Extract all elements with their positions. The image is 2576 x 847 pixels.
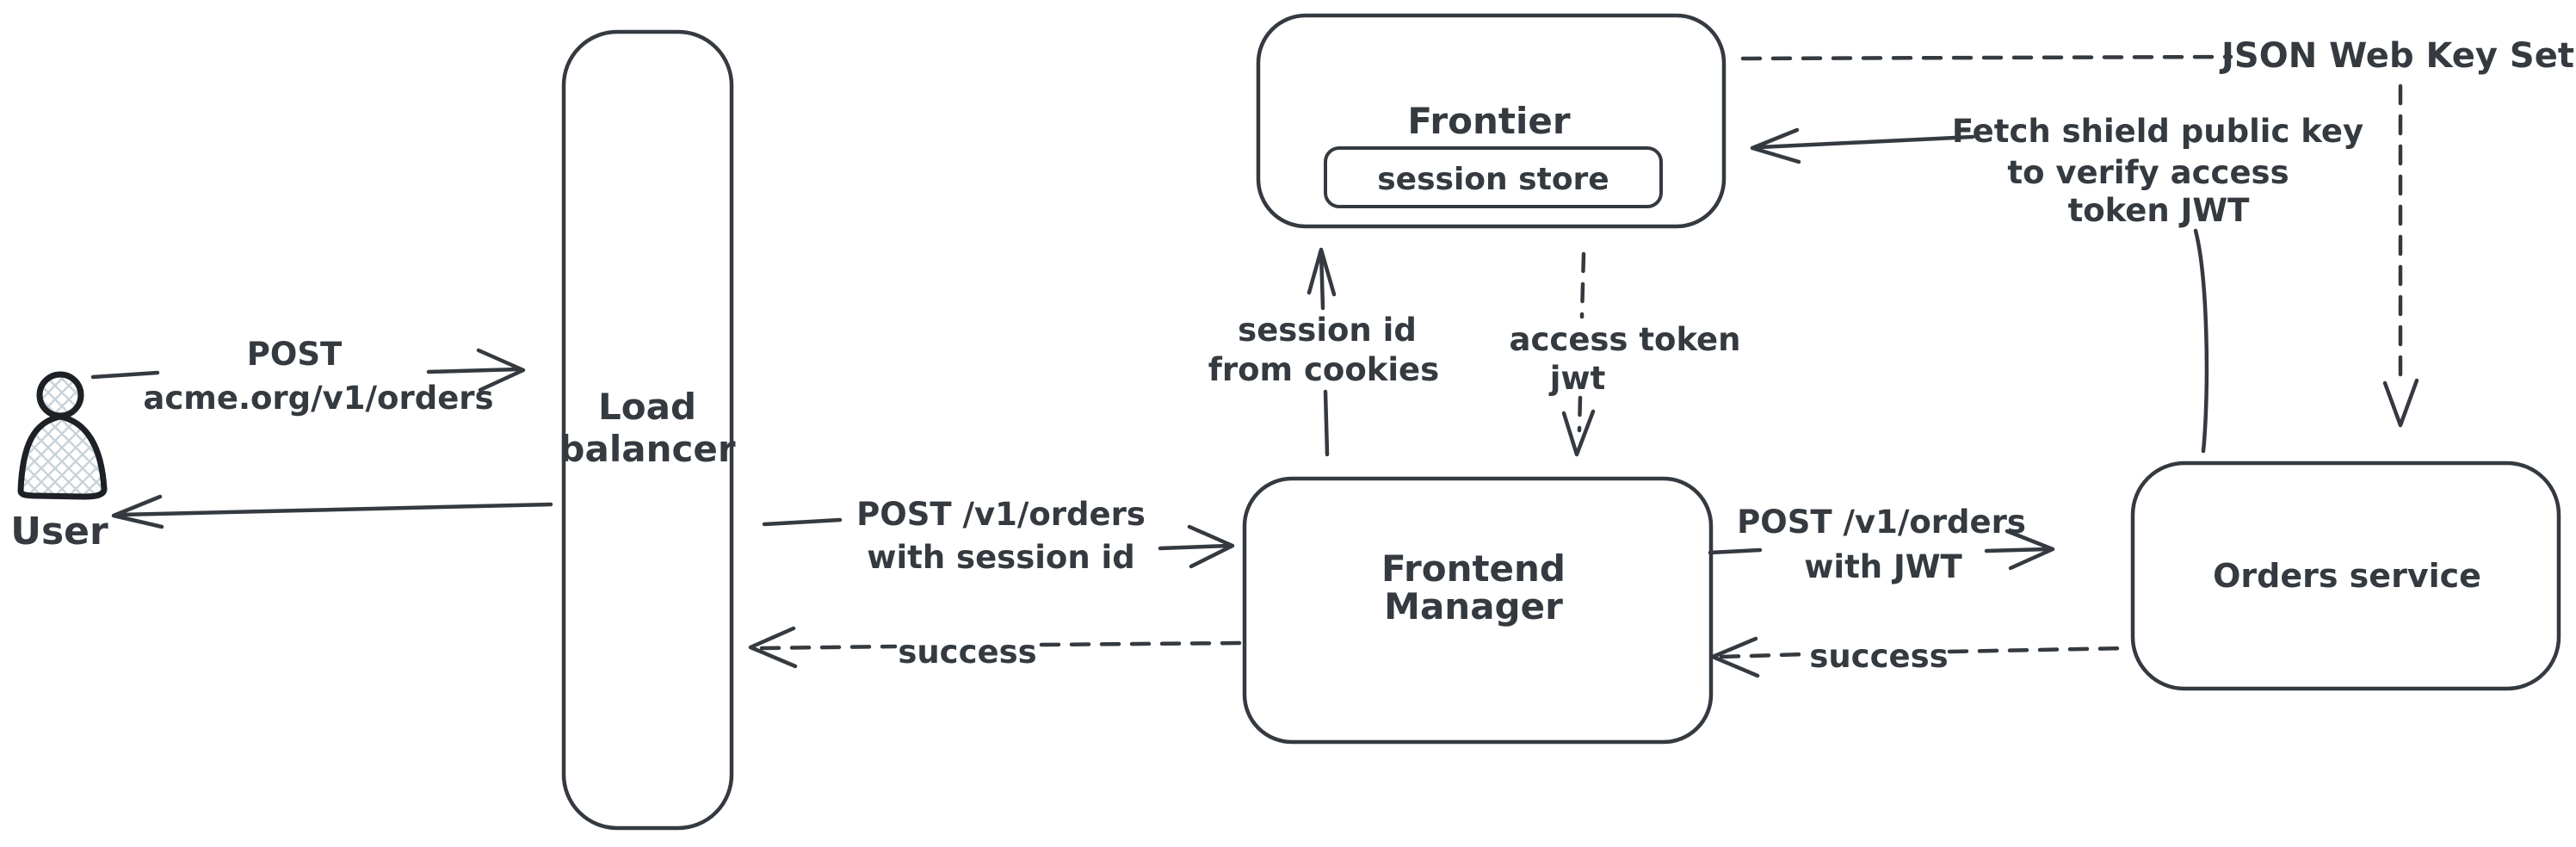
edge-lb-to-user — [111, 494, 553, 529]
edge-fm-to-frontier-arrowhead — [1307, 247, 1337, 297]
edge-jwks-to-orders — [2382, 83, 2419, 428]
edge-fm-to-lb-arrowhead — [748, 626, 798, 669]
edge-frontier-to-fm: access token jwt — [1509, 251, 1741, 457]
orders-service-label: Orders service — [2213, 557, 2481, 595]
edge-fm-to-orders-tail — [1708, 547, 1763, 555]
edge-user-to-lb-arrowhead — [476, 348, 526, 393]
edge-fm-to-lb: success — [748, 626, 1245, 671]
edge-jwks-to-orders-arrowhead — [2382, 378, 2419, 428]
edge-orders-to-fm-label: success — [1809, 638, 1948, 675]
edge-lb-to-user-arrowhead — [111, 494, 164, 529]
edge-frontier-to-fm-label-line2: jwt — [1548, 360, 1606, 397]
edge-orders-to-frontier-label-line2: to verify access — [2007, 154, 2289, 191]
session-store-box — [1324, 146, 1663, 208]
user-label: User — [10, 510, 108, 553]
edge-lb-to-fm-label-line1: POST /v1/orders — [856, 496, 1146, 533]
frontier-box — [1256, 13, 1727, 229]
edge-orders-to-fm-dash-right — [1947, 646, 2128, 654]
edge-orders-to-frontier-label-line3: token JWT — [2068, 192, 2251, 229]
edge-lb-to-fm-arrowhead — [1187, 524, 1235, 569]
edge-orders-to-frontier-tail-curve — [2193, 228, 2209, 454]
orders-service-node: Orders service — [2130, 461, 2561, 691]
orders-service-box — [2130, 461, 2561, 691]
edge-fm-to-lb-label: success — [898, 634, 1036, 671]
edge-fm-to-orders-label-line1: POST /v1/orders — [1737, 504, 2026, 541]
edge-orders-to-frontier-label-line1: Fetch shield public key — [1952, 113, 2363, 150]
edge-fm-to-lb-dash-left — [759, 644, 898, 651]
edge-user-to-lb-label-line2: acme.org/v1/orders — [143, 380, 493, 417]
load-balancer-box — [561, 29, 734, 831]
edge-fm-to-frontier-label-line2: from cookies — [1208, 351, 1439, 388]
edge-frontier-to-fm-dash-lower — [1577, 395, 1583, 433]
edge-orders-to-fm-arrowhead — [1710, 636, 1760, 678]
edge-fm-to-orders-shaft — [1984, 547, 2049, 553]
edge-fm-to-orders: POST /v1/orders with JWT — [1708, 504, 2055, 585]
edge-user-to-lb-tail — [90, 370, 160, 380]
edge-orders-to-frontier: Fetch shield public key to verify access… — [1750, 113, 2363, 454]
edge-lb-to-user-shaft — [118, 502, 553, 517]
edge-lb-to-fm-label-line2: with session id — [867, 539, 1134, 576]
session-store-label: session store — [1377, 162, 1609, 197]
edge-lb-to-fm-shaft — [1158, 543, 1232, 551]
frontend-manager-node: Frontend Manager — [1242, 476, 1714, 745]
jwks-label: JSON Web Key Set — [2219, 36, 2574, 76]
edge-frontier-to-jwks-line — [1740, 54, 2233, 61]
edge-orders-to-fm: success — [1710, 636, 2128, 678]
edge-fm-to-frontier-shaft-lower — [1323, 389, 1330, 457]
edge-frontier-to-fm-dash-upper — [1579, 251, 1586, 319]
edge-orders-to-fm-dash-left — [1719, 652, 1810, 659]
edge-user-to-lb-label-line1: POST — [247, 336, 343, 373]
edge-frontier-to-fm-label-line1: access token — [1509, 321, 1740, 358]
frontend-manager-box — [1242, 476, 1714, 745]
edge-fm-to-frontier: session id from cookies — [1208, 247, 1439, 457]
edge-orders-to-frontier-shaft — [1757, 134, 1975, 150]
edge-orders-to-frontier-arrowhead — [1750, 127, 1801, 164]
load-balancer-label-line1: Load — [598, 386, 696, 428]
edge-fm-to-frontier-label-line1: session id — [1238, 312, 1417, 349]
load-balancer-label-line2: balancer — [559, 428, 735, 470]
edge-frontier-to-fm-arrowhead — [1561, 409, 1596, 457]
user-actor: User — [10, 371, 108, 553]
frontend-manager-label-line1: Frontend — [1381, 547, 1566, 590]
frontier-node: Frontier session store — [1256, 13, 1727, 229]
edge-fm-to-orders-label-line2: with JWT — [1804, 548, 1962, 585]
load-balancer-node: Load balancer — [559, 29, 736, 831]
edge-lb-to-fm-tail — [762, 517, 843, 527]
frontier-label: Frontier — [1407, 100, 1570, 142]
frontend-manager-label-line2: Manager — [1384, 585, 1563, 628]
edge-user-to-lb: POST acme.org/v1/orders — [90, 336, 526, 417]
edge-lb-to-fm: POST /v1/orders with session id — [762, 496, 1235, 576]
edge-fm-to-orders-arrowhead — [2005, 529, 2055, 571]
edge-user-to-lb-shaft — [426, 367, 521, 374]
user-head-icon — [36, 371, 84, 419]
edge-fm-to-frontier-shaft-upper — [1319, 249, 1325, 311]
edge-fm-to-lb-dash-right — [1039, 640, 1245, 647]
user-body-icon — [17, 413, 108, 500]
